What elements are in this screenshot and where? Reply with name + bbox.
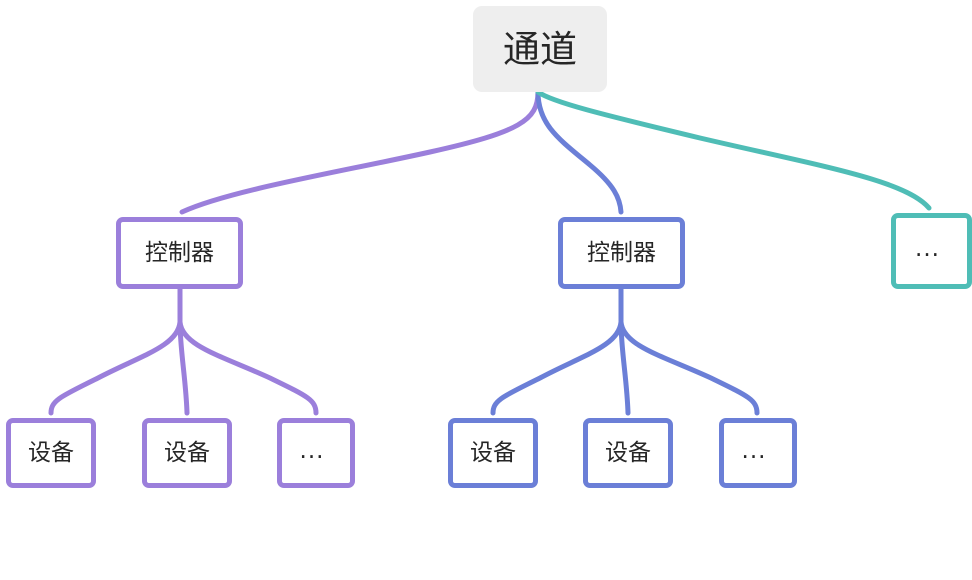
node-controller-right-label: 控制器 bbox=[587, 239, 656, 266]
node-controller-left[interactable]: 控制器 bbox=[116, 217, 243, 289]
edge-root-controller-right bbox=[535, 89, 624, 215]
node-device-r3-label: ... bbox=[741, 437, 767, 464]
edge-root-more-channels bbox=[535, 89, 932, 211]
node-more-channels[interactable]: ... bbox=[891, 213, 972, 289]
node-more-channels-label: ... bbox=[915, 235, 940, 262]
edge-controller-left-device-l3 bbox=[177, 286, 319, 416]
node-device-r2[interactable]: 设备 bbox=[583, 418, 673, 488]
edge-controller-left-device-l1 bbox=[48, 286, 183, 416]
node-device-l1-label: 设备 bbox=[28, 439, 74, 466]
node-device-l3[interactable]: ... bbox=[277, 418, 355, 488]
node-device-l1[interactable]: 设备 bbox=[6, 418, 96, 488]
node-device-l2-label: 设备 bbox=[164, 439, 210, 466]
node-controller-right[interactable]: 控制器 bbox=[558, 217, 685, 289]
node-device-r3[interactable]: ... bbox=[719, 418, 797, 488]
edge-root-controller-left bbox=[179, 89, 541, 215]
edges-group bbox=[48, 89, 932, 416]
node-device-l3-label: ... bbox=[299, 437, 325, 464]
node-controller-left-label: 控制器 bbox=[145, 239, 214, 266]
node-device-r2-label: 设备 bbox=[605, 439, 651, 466]
node-root-channel[interactable]: 通道 bbox=[473, 6, 607, 92]
node-device-r1-label: 设备 bbox=[470, 439, 516, 466]
node-device-r1[interactable]: 设备 bbox=[448, 418, 538, 488]
edge-controller-right-device-r1 bbox=[490, 286, 624, 416]
node-device-l2[interactable]: 设备 bbox=[142, 418, 232, 488]
node-root-channel-label: 通道 bbox=[503, 27, 577, 71]
edge-controller-right-device-r3 bbox=[618, 286, 760, 416]
